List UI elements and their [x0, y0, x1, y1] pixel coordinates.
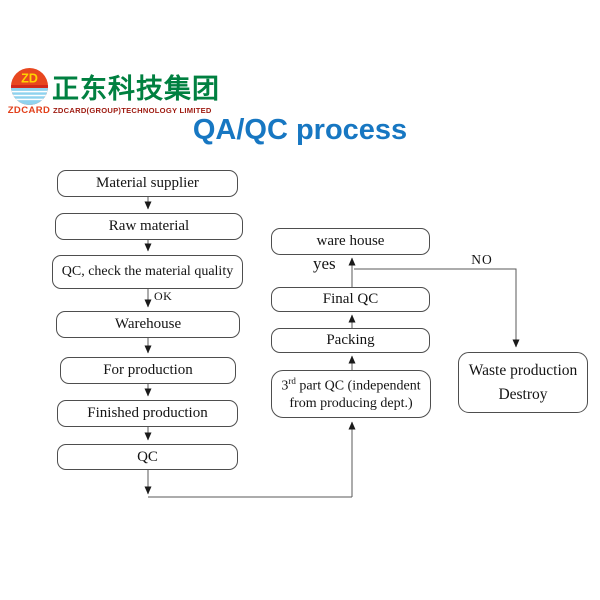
company-name-chinese: 正东科技集团	[52, 74, 220, 104]
zdcard-logo-icon: ZD	[10, 67, 49, 106]
flow-box-warehouse: Warehouse	[56, 311, 240, 338]
third-part-qc-line1: 3rd part QC (independent	[281, 375, 421, 394]
waste-line1: Waste production	[468, 362, 578, 380]
page-title: QA/QC process	[192, 114, 408, 146]
edge-label-no: NO	[471, 252, 493, 267]
flow-box-final-qc: Final QC	[271, 287, 430, 312]
flow-box-qc-check: QC, check the material quality	[52, 255, 243, 289]
edge-label-yes: yes	[313, 254, 336, 273]
flow-box-waste-production: Waste production Destroy	[458, 352, 588, 413]
flow-box-finished-production: Finished production	[57, 400, 238, 427]
company-tagline: ZDCARD(GROUP)TECHNOLOGY LIMITED	[53, 106, 212, 115]
flow-box-qc: QC	[57, 444, 238, 470]
waste-line2: Destroy	[498, 385, 548, 403]
flow-box-third-part-qc: 3rd part QC (independent from producing …	[271, 370, 431, 418]
edge-label-ok: OK	[154, 289, 173, 303]
flow-box-packing: Packing	[271, 328, 430, 353]
flow-box-raw-material: Raw material	[55, 213, 243, 240]
logo-zd-monogram: ZD	[21, 72, 38, 86]
flow-box-for-production: For production	[60, 357, 236, 384]
flow-box-material-supplier: Material supplier	[57, 170, 238, 197]
flow-box-ware-house: ware house	[271, 228, 430, 255]
third-part-qc-line2: from producing dept.)	[289, 395, 413, 411]
logo-zdcard-label: ZDCARD	[7, 105, 51, 116]
